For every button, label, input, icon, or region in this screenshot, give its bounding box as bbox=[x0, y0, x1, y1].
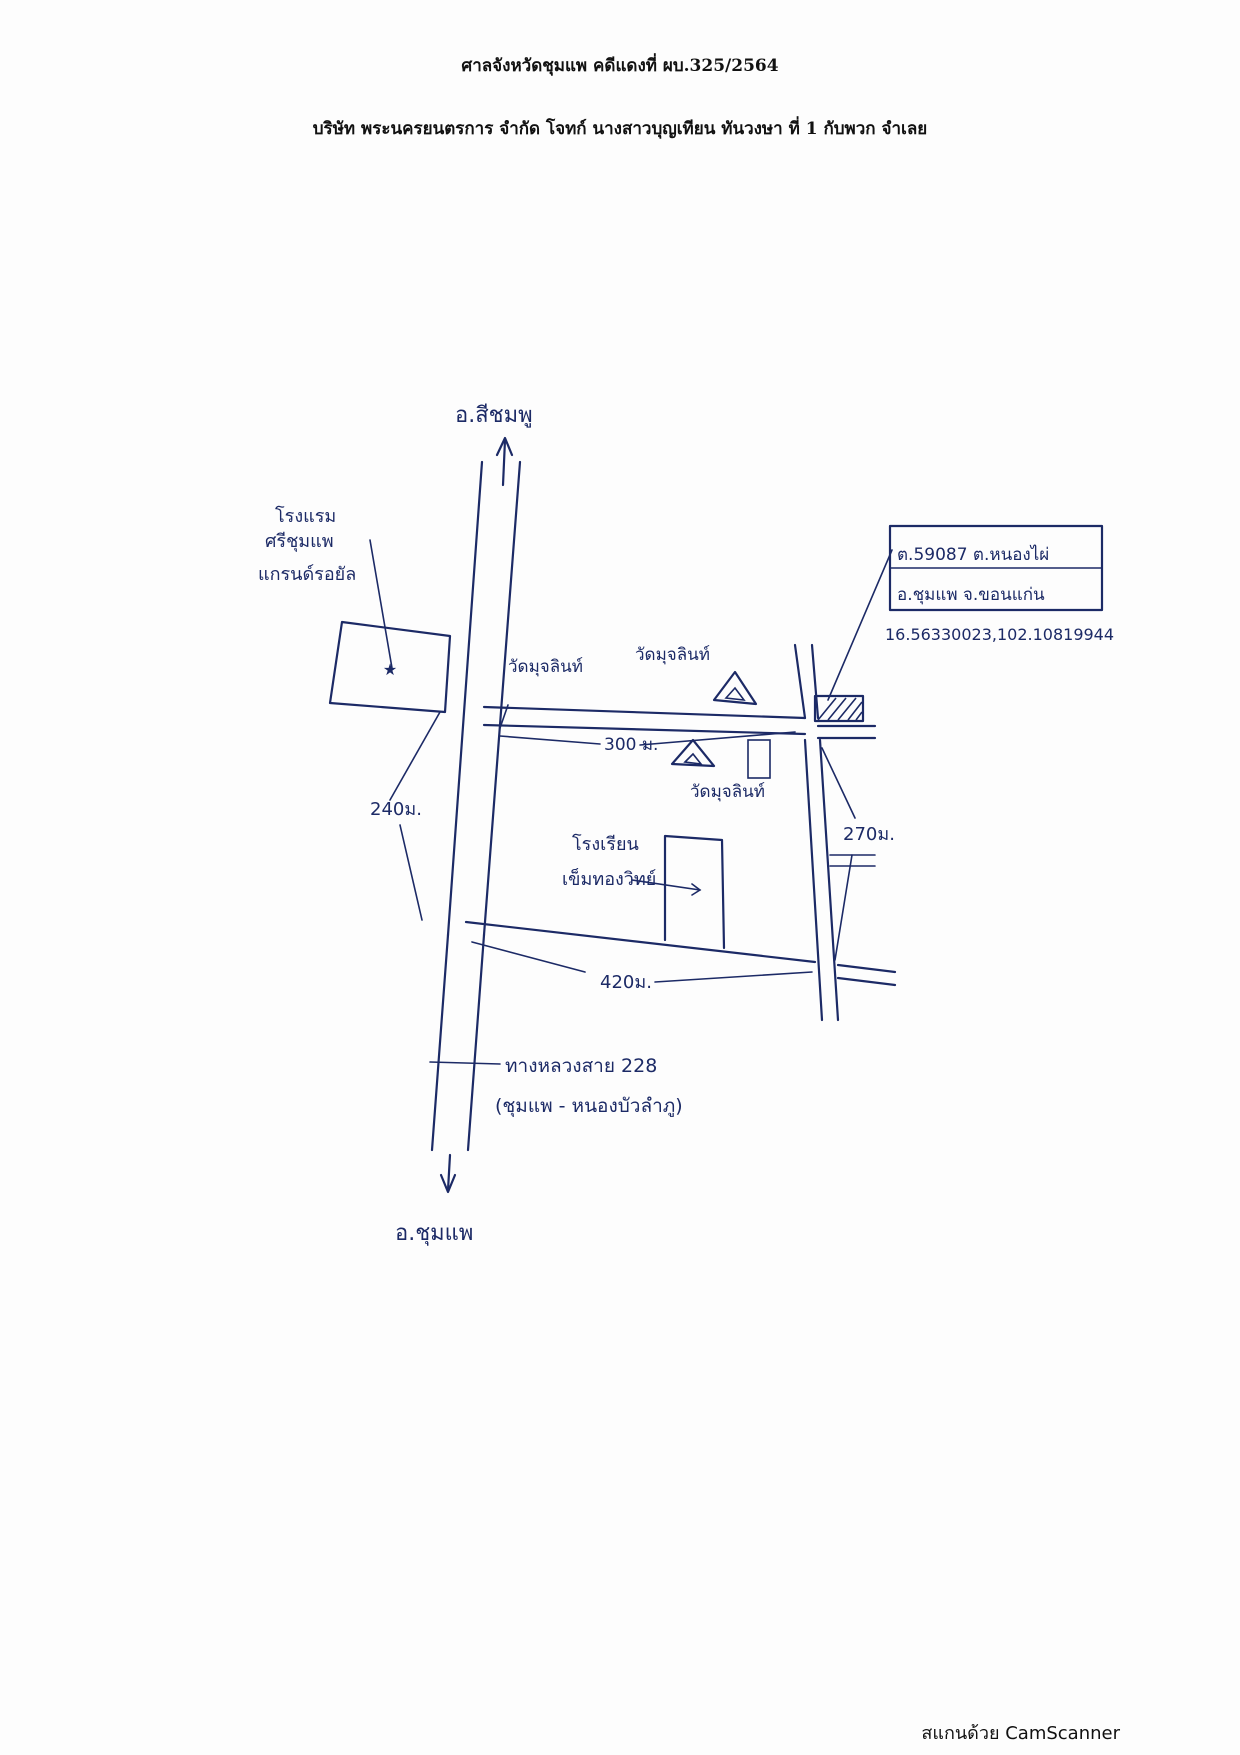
top-road bbox=[482, 705, 807, 736]
school-label-line2: เข็มทองวิทย์ bbox=[562, 867, 656, 890]
svg-text:★: ★ bbox=[383, 660, 397, 679]
hotel-label-line3: แกรนด์รอยัล bbox=[258, 564, 356, 585]
temple-label-left: วัดมุจลินท์ bbox=[508, 657, 583, 677]
property-info-box bbox=[888, 524, 1104, 612]
school-label-line1: โรงเรียน bbox=[572, 833, 639, 855]
highway-route: (ชุมแพ - หนองบัวลำภู) bbox=[495, 1095, 683, 1118]
temple-icon-top bbox=[712, 670, 758, 706]
right-road bbox=[793, 643, 877, 1022]
property-line2: อ.ชุมแพ จ.ขอนแก่น bbox=[897, 585, 1045, 605]
court-case-title: ศาลจังหวัดชุมแพ คดีแดงที่ ผบ.325/2564 bbox=[461, 56, 779, 76]
hotel-building: ★ bbox=[328, 539, 452, 714]
school-building bbox=[631, 834, 726, 950]
temple-icon-bottom bbox=[670, 738, 771, 779]
distance-left: 240ม. bbox=[370, 799, 422, 820]
hotel-label-line2: ศรีชุมแพ bbox=[265, 531, 334, 552]
main-highway bbox=[430, 460, 522, 1152]
property-coordinates: 16.56330023,102.10819944 bbox=[885, 625, 1114, 644]
distance-right: 270ม. bbox=[843, 824, 895, 845]
distance-markers bbox=[389, 704, 856, 1065]
distance-top-road: 300 ม. bbox=[604, 735, 658, 755]
scanner-watermark: สแกนด้วย CamScanner bbox=[921, 1723, 1120, 1744]
highway-label: ทางหลวงสาย 228 bbox=[505, 1055, 657, 1077]
property-parcel bbox=[813, 549, 893, 723]
south-destination-label: อ.ชุมแพ bbox=[395, 1221, 473, 1246]
south-arrow-icon bbox=[439, 1153, 457, 1194]
north-destination-label: อ.สีชมพู bbox=[455, 403, 533, 428]
distance-bottom-road: 420ม. bbox=[600, 972, 652, 993]
temple-label-top: วัดมุจลินท์ bbox=[635, 645, 710, 665]
north-arrow-icon bbox=[495, 436, 514, 487]
temple-label-bottom: วัดมุจลินท์ bbox=[690, 782, 765, 802]
property-line1: ต.59087 ต.หนองไผ่ bbox=[897, 544, 1049, 565]
parties-line: บริษัท พระนครยนตรการ จำกัด โจทก์ นางสาวบ… bbox=[312, 119, 928, 139]
hotel-label-line1: โรงแรม bbox=[275, 505, 336, 527]
